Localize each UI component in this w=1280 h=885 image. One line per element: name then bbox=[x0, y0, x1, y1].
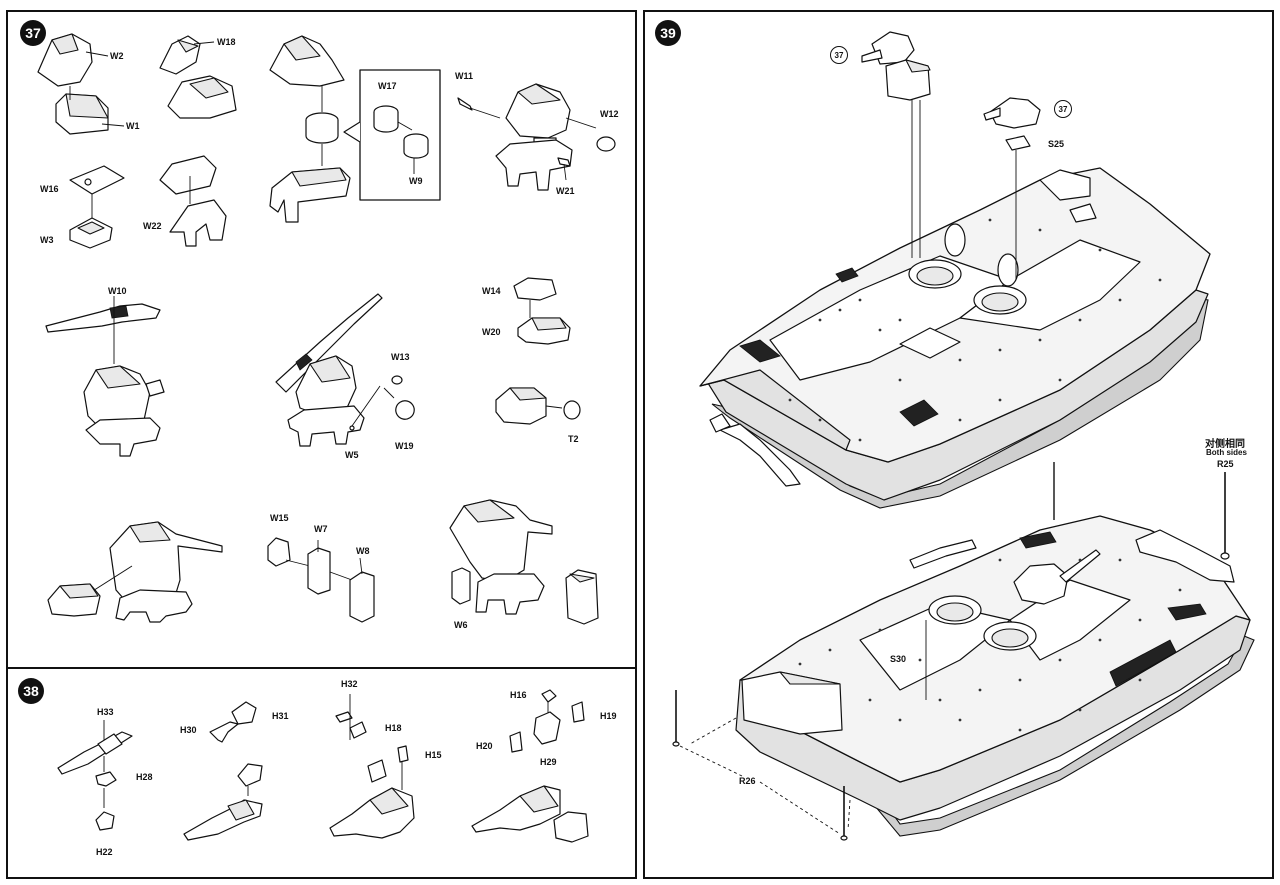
turret-37-top bbox=[861, 31, 931, 101]
vehicle-rear-view bbox=[672, 462, 1255, 841]
part-h16-h19-h20-h29-gun bbox=[471, 689, 589, 843]
vehicle-front-view bbox=[699, 100, 1211, 509]
label-h31: H31 bbox=[272, 711, 289, 721]
label-w1: W1 bbox=[126, 121, 140, 131]
step-37-badge: 37 bbox=[20, 20, 46, 46]
label-h32: H32 bbox=[341, 679, 358, 689]
label-h22: H22 bbox=[96, 847, 113, 857]
part-h30-h31-gun bbox=[183, 701, 263, 841]
detail-callout-w17-w9 bbox=[343, 69, 441, 201]
step-39-badge: 39 bbox=[655, 20, 681, 46]
label-w8: W8 bbox=[356, 546, 370, 556]
label-w13: W13 bbox=[391, 352, 410, 362]
label-w17: W17 bbox=[378, 81, 397, 91]
part-w17-w9-tower bbox=[269, 35, 351, 223]
label-both-sides-en: Both sides bbox=[1206, 448, 1247, 457]
part-w14-w20 bbox=[513, 277, 571, 345]
part-ammo-box-t2 bbox=[495, 387, 581, 425]
part-h33-h28-h22-gun bbox=[57, 720, 133, 831]
label-h33: H33 bbox=[97, 707, 114, 717]
label-r26: R26 bbox=[739, 776, 756, 786]
label-h20: H20 bbox=[476, 741, 493, 751]
step-38-badge: 38 bbox=[18, 678, 44, 704]
part-w22 bbox=[159, 155, 227, 247]
label-h15: H15 bbox=[425, 750, 442, 760]
label-h29: H29 bbox=[540, 757, 557, 767]
label-h18: H18 bbox=[385, 723, 402, 733]
part-w16-w3 bbox=[69, 165, 125, 249]
ref-step-37-a: 37 bbox=[830, 46, 848, 64]
label-h28: H28 bbox=[136, 772, 153, 782]
part-w2-w1-assembly bbox=[37, 33, 125, 135]
label-h30: H30 bbox=[180, 725, 197, 735]
ref-step-37-b: 37 bbox=[1054, 100, 1072, 118]
label-w15: W15 bbox=[270, 513, 289, 523]
label-s25: S25 bbox=[1048, 139, 1065, 149]
label-s30: S30 bbox=[890, 654, 907, 664]
label-w10: W10 bbox=[108, 286, 127, 296]
part-w10-gun-mount bbox=[45, 296, 165, 457]
label-w21: W21 bbox=[556, 186, 575, 196]
part-w18-assembly bbox=[159, 35, 237, 119]
label-w12: W12 bbox=[600, 109, 619, 119]
part-w15-w7-w8 bbox=[267, 537, 375, 623]
label-w5: W5 bbox=[345, 450, 359, 460]
label-r25: R25 bbox=[1217, 459, 1234, 469]
label-w7: W7 bbox=[314, 524, 328, 534]
label-w19: W19 bbox=[395, 441, 414, 451]
label-t2: T2 bbox=[568, 434, 579, 444]
label-w20: W20 bbox=[482, 327, 501, 337]
turret-37-side bbox=[983, 97, 1041, 151]
step-divider bbox=[6, 667, 637, 669]
label-w22: W22 bbox=[143, 221, 162, 231]
label-h16: H16 bbox=[510, 690, 527, 700]
part-h32-h18-h15-gun bbox=[329, 694, 415, 839]
label-w3: W3 bbox=[40, 235, 54, 245]
part-gun-with-ammo-box bbox=[47, 521, 223, 623]
part-w11-w12-w21-mount bbox=[457, 83, 616, 191]
label-w9: W9 bbox=[409, 176, 423, 186]
label-both-sides-cn: 对侧相同 bbox=[1205, 439, 1245, 450]
label-h19: H19 bbox=[600, 711, 617, 721]
part-w13-w5-w19-mount bbox=[275, 293, 415, 447]
label-w16: W16 bbox=[40, 184, 59, 194]
label-w2: W2 bbox=[110, 51, 124, 61]
label-w11: W11 bbox=[455, 71, 474, 81]
label-w14: W14 bbox=[482, 286, 501, 296]
label-w18: W18 bbox=[217, 37, 236, 47]
label-w6: W6 bbox=[454, 620, 468, 630]
part-complete-station bbox=[449, 499, 599, 625]
